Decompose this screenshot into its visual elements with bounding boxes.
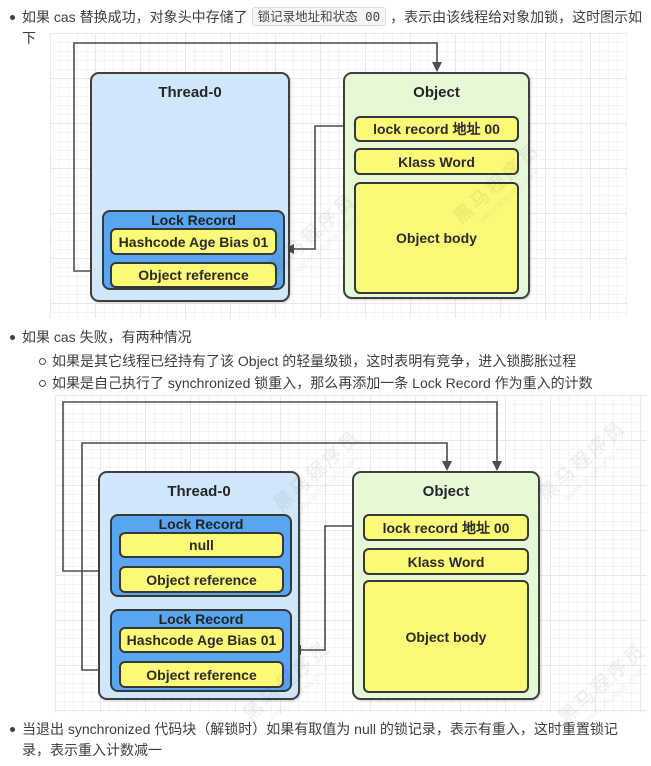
inline-code-lock-record-state: 锁记录地址和状态 00 [251,7,387,26]
bullet-marker [8,327,22,348]
arrow-mark-word-to-lock-record2 [300,525,361,651]
lock-record-address-cell: lock record 地址 00 [354,116,519,142]
thread-title: Thread-0 [158,84,222,101]
lock-record-title: Lock Record [158,516,244,532]
klass-word-cell: Klass Word [354,148,519,175]
hashcode-age-bias-cell: Hashcode Age Bias 01 [110,228,277,255]
thread-box: Thread-0 Lock Record Hashcode Age Bias 0… [90,72,290,302]
bullet-text: 当退出 synchronized 代码块（解锁时）如果有取值为 null 的锁记… [22,721,618,758]
thread-box: Thread-0 Lock Record null Object referen… [98,471,300,700]
bullet-marker [8,7,22,49]
connector-lines [73,42,442,272]
bullet-marker [8,719,22,761]
bullet-text: 如果 cas 替换成功，对象头中存储了锁记录地址和状态 00，表示由该线程给对象… [22,7,643,49]
sub-bullet-text: 如果是自己执行了 synchronized 锁重入，那么再添加一条 Lock R… [52,375,593,391]
sub-bullet-reentry: 如果是自己执行了 synchronized 锁重入，那么再添加一条 Lock R… [38,373,638,394]
sub-bullet-contention: 如果是其它线程已经持有了该 Object 的轻量级锁，这时表明有竞争，进入锁膨胀… [38,351,638,372]
bullet-cas-success: 如果 cas 替换成功，对象头中存储了锁记录地址和状态 00，表示由该线程给对象… [8,7,643,49]
bullet-cas-fail: 如果 cas 失败，有两种情况 [8,327,628,348]
arrow-mark-word-to-lock-record [293,125,352,250]
thread-title: Thread-0 [167,483,231,500]
lock-record-address-cell: lock record 地址 00 [363,514,529,541]
connector-lines [62,401,502,671]
object-title: Object [413,84,460,101]
object-reference-cell: Object reference [119,566,284,593]
bullet-text-post: ，表示由该线程给对象加锁，这时图示如下 [22,9,643,46]
diagram-lock-reentry: Thread-0 Lock Record null Object referen… [55,395,651,729]
lock-record-box-2: Lock Record Hashcode Age Bias 01 Object … [110,609,292,692]
object-title: Object [422,483,470,500]
diagram-lightweight-lock-success: Thread-0 Lock Record Hashcode Age Bias 0… [50,33,627,318]
arrowhead-down [442,461,452,471]
klass-word-cell: Klass Word [363,548,529,575]
null-cell: null [119,532,284,558]
object-body-cell: Object body [363,580,529,693]
lock-record-title: Lock Record [158,611,244,627]
sub-bullet-text: 如果是其它线程已经持有了该 Object 的轻量级锁，这时表明有竞争，进入锁膨胀… [52,353,577,369]
lock-record-box: Lock Record Hashcode Age Bias 01 Object … [102,210,285,290]
bullet-text: 如果 cas 失败，有两种情况 [22,329,192,345]
bullet-unlock-reentry: 当退出 synchronized 代码块（解锁时）如果有取值为 null 的锁记… [8,719,626,761]
object-reference-cell: Object reference [110,262,277,288]
object-reference-cell: Object reference [119,661,284,688]
sub-bullet-marker [38,351,52,372]
arrow-object-reference1-to-object [62,401,498,572]
object-box: Object lock record 地址 00 Klass Word Obje… [352,471,540,700]
object-body-cell: Object body [354,182,519,294]
lock-record-box-1: Lock Record null Object reference [110,514,292,597]
arrow-object-reference2-to-object [81,442,448,671]
arrow-object-reference-to-object [73,42,438,272]
arrowhead-down [492,461,502,471]
sub-bullet-marker [38,373,52,394]
bullet-text-pre: 如果 cas 替换成功，对象头中存储了 [22,9,248,25]
lock-record-title: Lock Record [151,212,236,228]
hashcode-age-bias-cell: Hashcode Age Bias 01 [119,627,284,653]
arrowhead-down [432,62,442,72]
object-box: Object lock record 地址 00 Klass Word Obje… [343,72,530,299]
